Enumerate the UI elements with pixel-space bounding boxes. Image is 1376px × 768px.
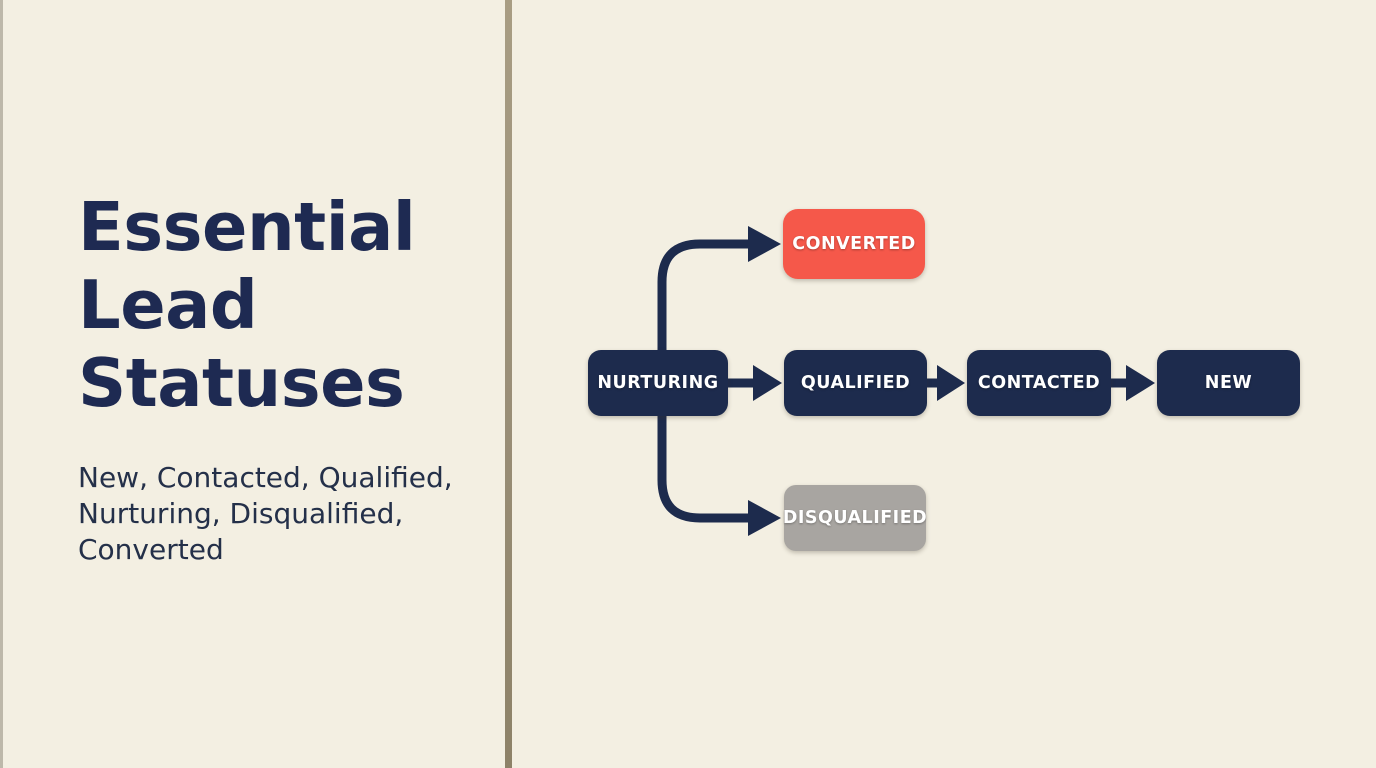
node-new: NEW — [1157, 350, 1300, 416]
title-line-2: Lead — [78, 266, 258, 344]
left-edge-shade — [0, 0, 3, 768]
subtitle-line-2: Nurturing, Disqualified, — [78, 497, 404, 530]
node-nurturing: NURTURING — [588, 350, 728, 416]
arrow-contacted-to-new — [1111, 365, 1155, 401]
node-converted: CONVERTED — [783, 209, 925, 279]
arrow-nurturing-to-converted — [657, 226, 781, 351]
arrow-nurturing-to-qualified — [728, 365, 782, 401]
node-qualified: QUALIFIED — [784, 350, 927, 416]
page-title: Essential Lead Statuses — [78, 188, 416, 422]
node-contacted: CONTACTED — [967, 350, 1111, 416]
title-line-1: Essential — [78, 188, 416, 266]
title-line-3: Statuses — [78, 344, 405, 422]
page-subtitle: New, Contacted, Qualified, Nurturing, Di… — [78, 460, 453, 568]
subtitle-line-3: Converted — [78, 533, 224, 566]
arrow-nurturing-to-disqualified — [657, 415, 781, 536]
arrow-qualified-to-contacted — [927, 365, 965, 401]
node-disqualified: DISQUALIFIED — [783, 485, 927, 551]
subtitle-line-1: New, Contacted, Qualified, — [78, 461, 453, 494]
panel-divider — [505, 0, 512, 768]
